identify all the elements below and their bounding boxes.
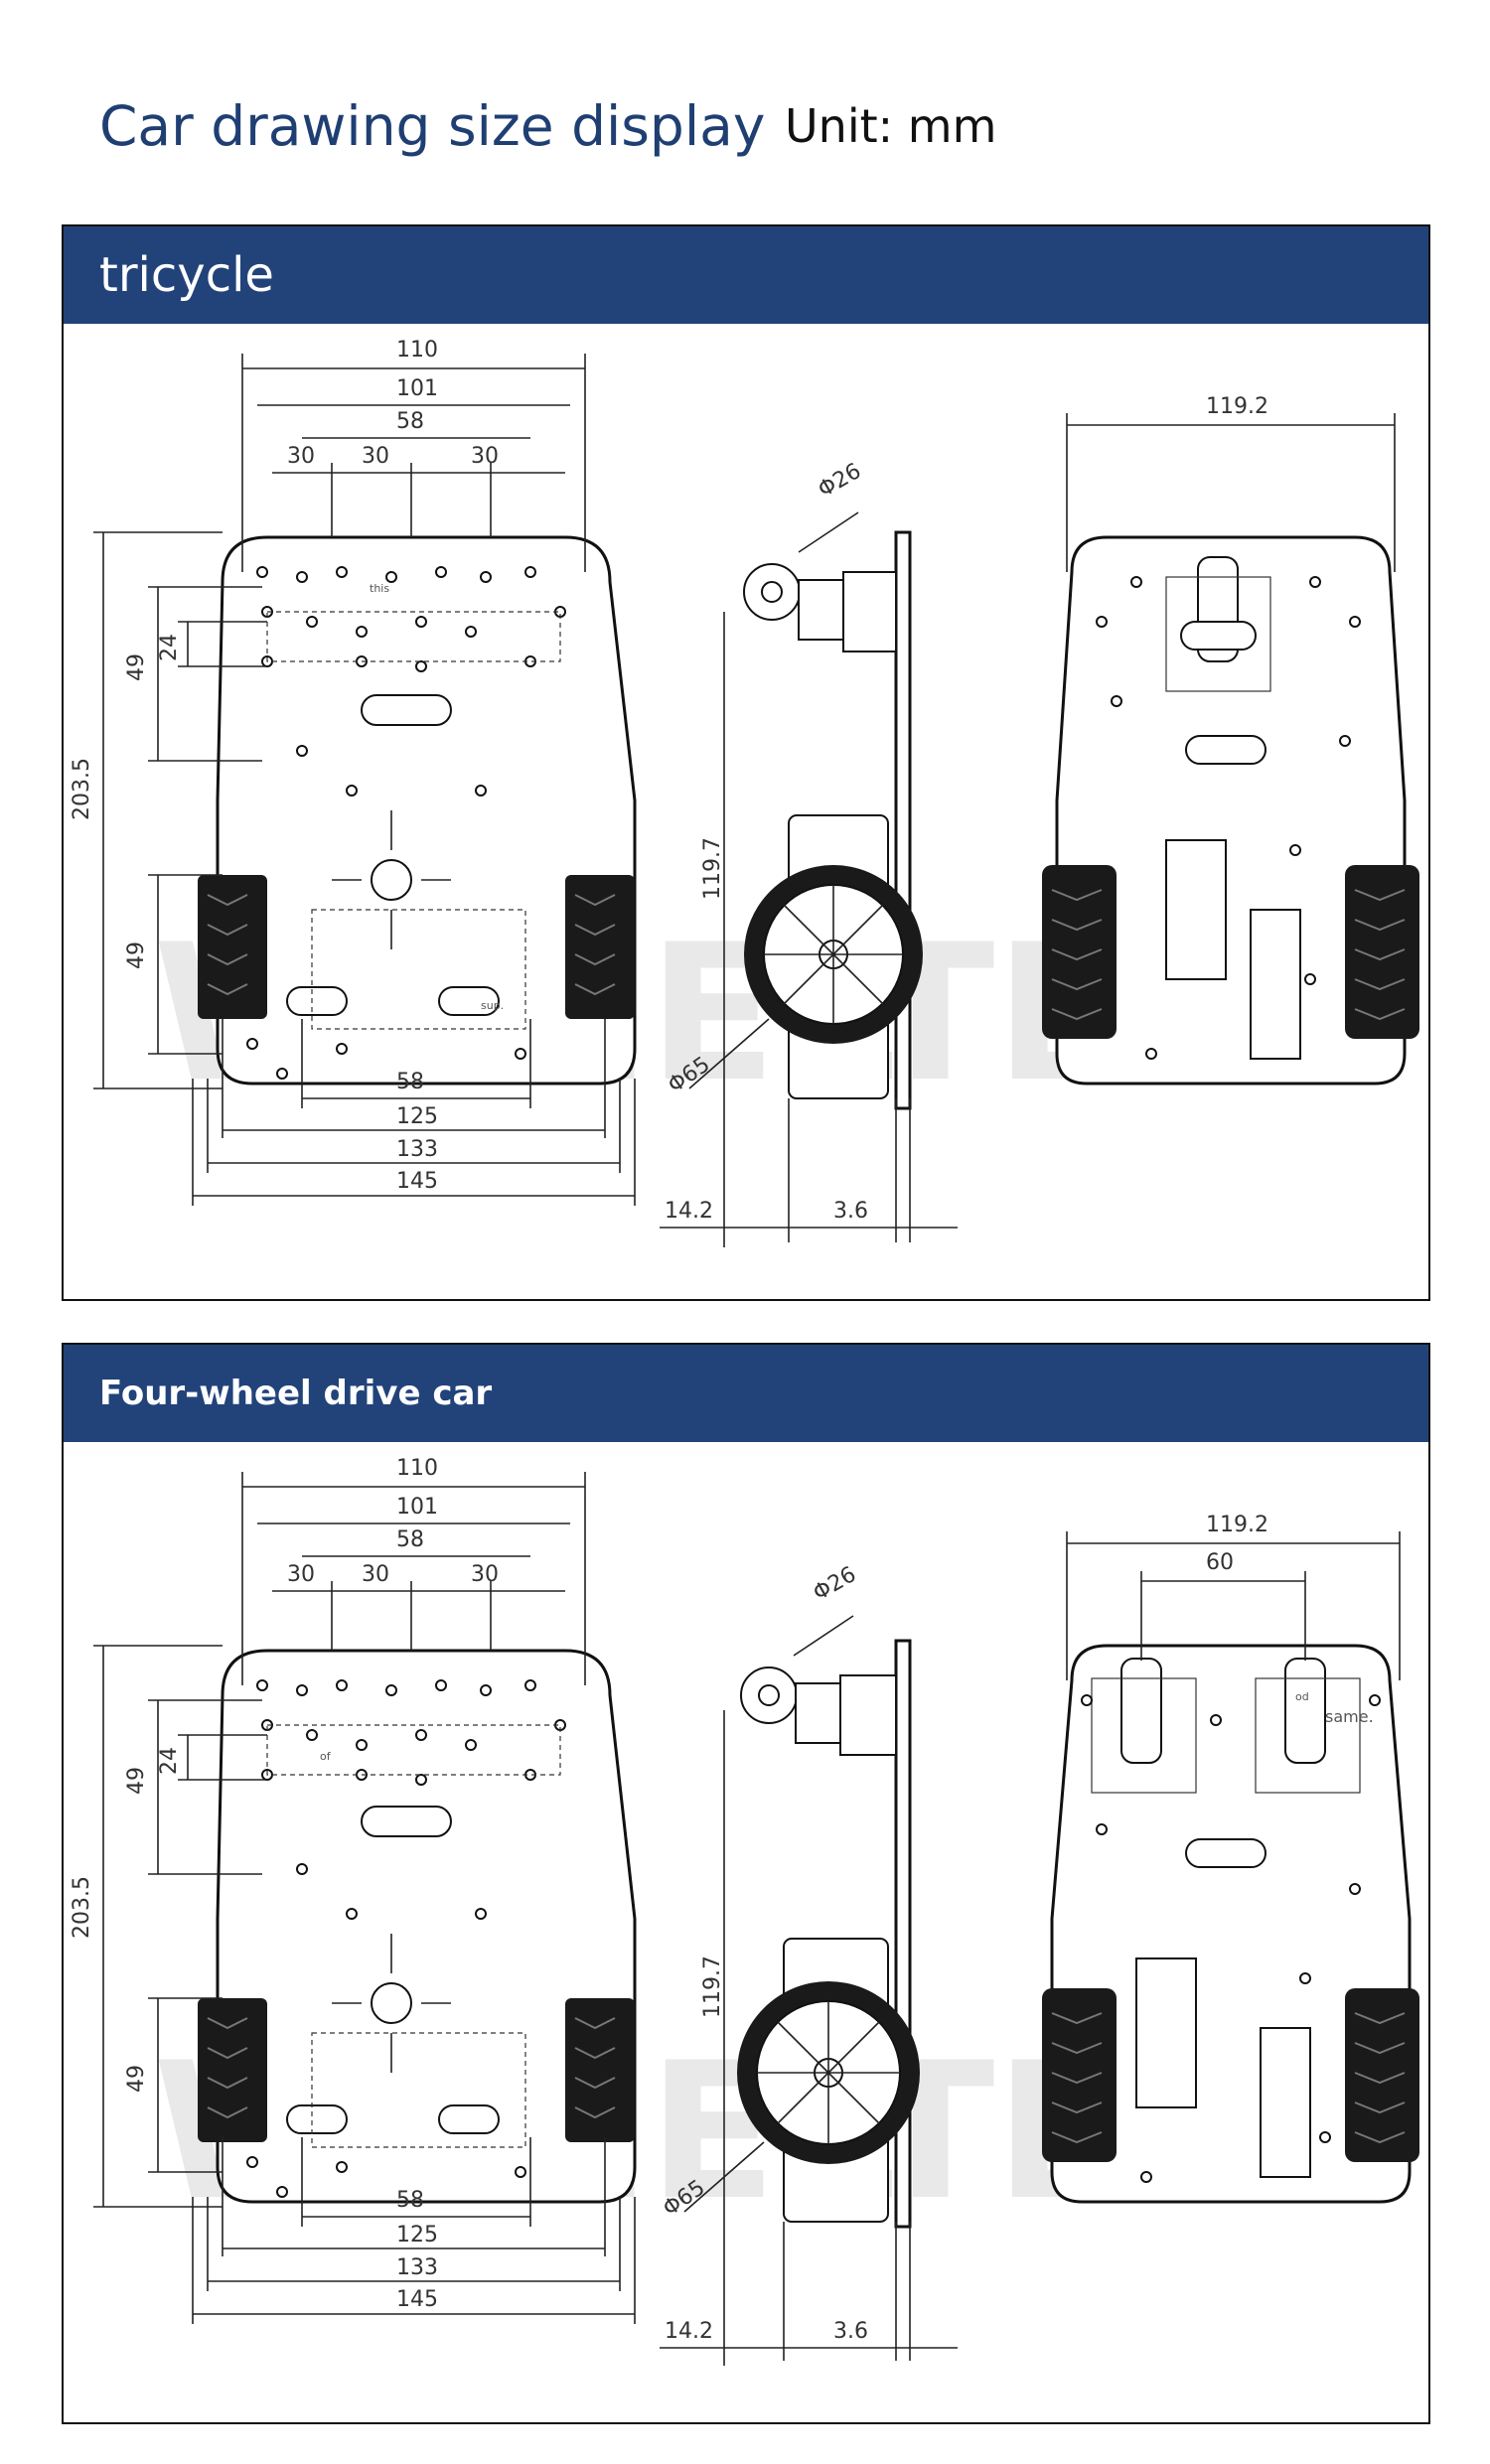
four-wheel-drive-panel-header: Four-wheel drive car (64, 1345, 1428, 1442)
dim-58-b: 58 (396, 2188, 424, 2213)
dim-110: 110 (396, 338, 438, 362)
dim-30-b: 30 (362, 1562, 389, 1587)
dim-119-2: 119.2 (1206, 394, 1268, 419)
dim-3-6: 3.6 (833, 1199, 868, 1224)
four-wheel-drive-drawing: WHEELTEC of (70, 1456, 1419, 2366)
four-wheel-drive-panel: Four-wheel drive car WHEELTEC (62, 1343, 1430, 2424)
page-title: Car drawing size display (99, 94, 766, 158)
four-wheel-drive-panel-title: Four-wheel drive car (99, 1374, 493, 1413)
dim-phi-26: Φ26 (810, 1562, 861, 1606)
dim-58: 58 (396, 409, 424, 434)
dim-125: 125 (396, 2223, 438, 2247)
dim-133: 133 (396, 2255, 438, 2280)
tiny-note-this: this (370, 582, 389, 595)
dim-phi-26: Φ26 (815, 459, 866, 503)
tiny-note-same: same. (1325, 1707, 1374, 1726)
tricycle-panel-header: tricycle (64, 226, 1428, 324)
dim-30-a: 30 (287, 1562, 315, 1587)
four-wheel-side-view: 119.7 Φ26 Φ65 14.2 3.6 (659, 1562, 958, 2366)
dim-203-5: 203.5 (70, 1876, 94, 1939)
tiny-note-of: of (320, 1750, 332, 1763)
dim-145: 145 (396, 1169, 438, 1194)
dim-30-c: 30 (471, 1562, 499, 1587)
dim-58-b: 58 (396, 1070, 424, 1094)
dim-203-5: 203.5 (70, 758, 94, 820)
dim-119-2: 119.2 (1206, 1513, 1268, 1537)
dim-58: 58 (396, 1527, 424, 1552)
dim-14-2: 14.2 (665, 1199, 713, 1224)
dim-14-2: 14.2 (665, 2319, 713, 2344)
dim-119-7: 119.7 (700, 1956, 725, 2018)
dim-30-c: 30 (471, 444, 499, 469)
unit-label: Unit: mm (785, 99, 997, 153)
dim-125: 125 (396, 1104, 438, 1129)
dim-119-7: 119.7 (700, 837, 725, 900)
dim-110: 110 (396, 1456, 438, 1481)
tiny-note-od: od (1295, 1690, 1309, 1703)
dim-49-a: 49 (124, 1767, 149, 1795)
dim-49-b: 49 (124, 2065, 149, 2093)
dim-49-b: 49 (124, 942, 149, 969)
tricycle-under-view: 119.2 (1042, 394, 1419, 1086)
dim-49-a: 49 (124, 653, 149, 681)
dim-3-6: 3.6 (833, 2319, 868, 2344)
dim-30-b: 30 (362, 444, 389, 469)
dim-145: 145 (396, 2287, 438, 2312)
dim-101: 101 (396, 376, 438, 401)
tricycle-panel: tricycle WHEELTEC (62, 224, 1430, 1301)
dim-24: 24 (157, 634, 182, 661)
tricycle-panel-title: tricycle (99, 247, 274, 303)
tricycle-drawing: WHEELTEC this (70, 338, 1419, 1247)
tricycle-side-view: 119.7 Φ26 Φ65 14.2 3.6 (660, 459, 958, 1247)
four-wheel-under-view: od same. 119.2 60 (1042, 1513, 1419, 2204)
dim-133: 133 (396, 1137, 438, 1162)
dim-101: 101 (396, 1495, 438, 1520)
tiny-note-sup: sup. (481, 999, 504, 1012)
tricycle-top-view: this sup. 110 101 58 30 30 30 203.5 49 2… (70, 338, 637, 1206)
dim-24: 24 (157, 1747, 182, 1775)
dim-30-a: 30 (287, 444, 315, 469)
dim-60: 60 (1206, 1550, 1234, 1575)
four-wheel-top-view: of 110 101 58 30 30 30 203.5 49 24 49 58… (70, 1456, 637, 2324)
